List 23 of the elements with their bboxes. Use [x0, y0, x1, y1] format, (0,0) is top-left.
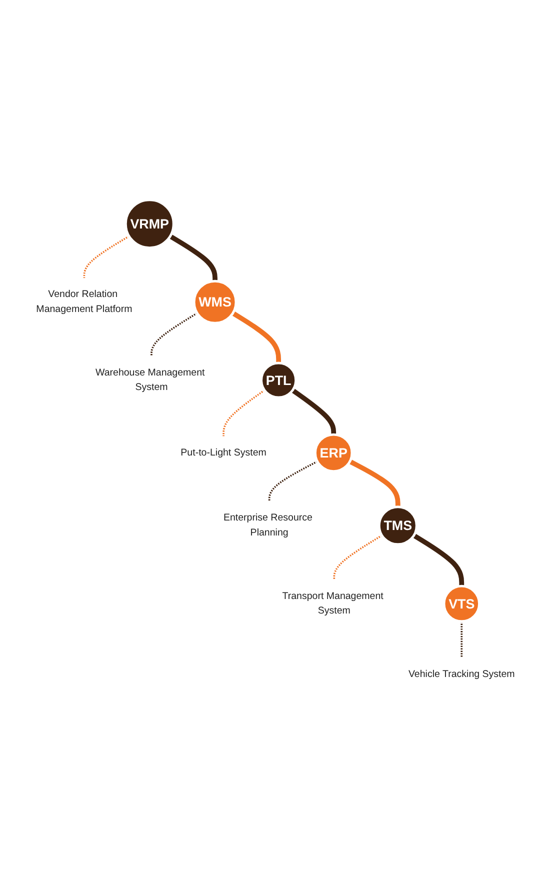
node-circle: WMS — [192, 280, 238, 324]
node-text: Transport Management System — [282, 590, 384, 616]
node-text: Vendor Relation Management Platform — [36, 289, 132, 314]
connector — [232, 311, 281, 364]
node-circle: PTL — [260, 362, 298, 399]
connector — [83, 235, 130, 278]
connector — [333, 534, 382, 580]
connector — [291, 388, 336, 435]
node-text: Vehicle Tracking System — [408, 669, 515, 680]
node-text: Warehouse Management System — [95, 367, 205, 392]
connector — [222, 390, 266, 436]
node-text: Enterprise Resource Planning — [223, 512, 312, 538]
node-text: Put-to-Light System — [180, 447, 266, 458]
node-circle: ERP — [314, 433, 354, 473]
connector — [460, 621, 463, 658]
connector — [168, 234, 218, 282]
node-circle: TMS — [378, 506, 418, 546]
connector — [348, 459, 400, 507]
connector — [268, 460, 318, 502]
node-circle: VRMP — [124, 198, 175, 250]
connector — [412, 533, 464, 586]
node-circle: VTS — [442, 584, 480, 623]
connector — [150, 312, 198, 356]
